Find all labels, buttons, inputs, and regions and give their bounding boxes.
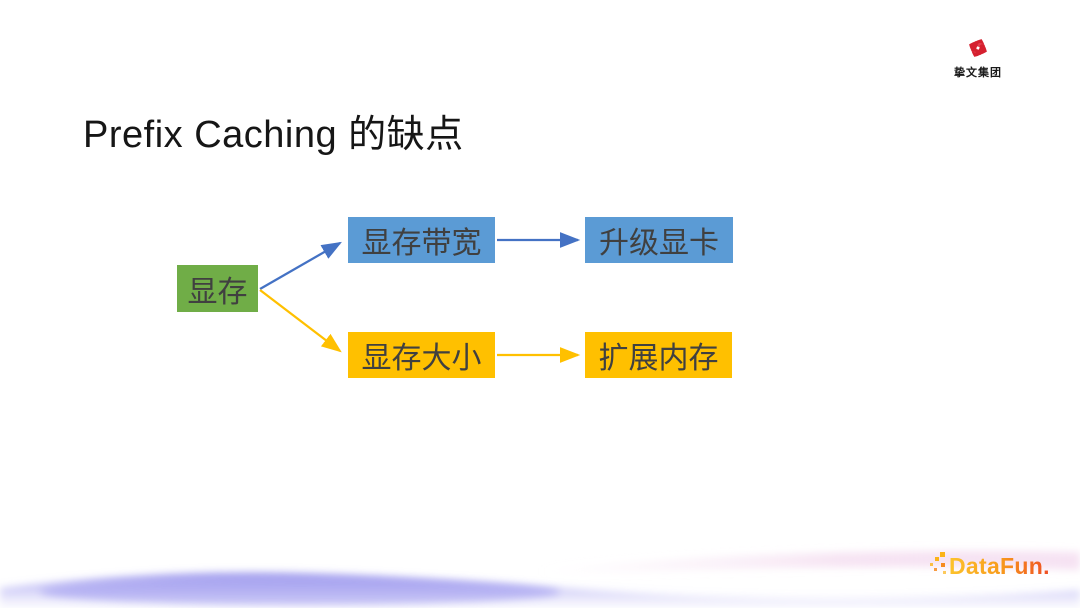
- diagram-node-label: 扩展内存: [598, 342, 719, 375]
- diagram-node-root: 显存: [177, 265, 258, 312]
- company-logo-label: 挚文集团: [954, 67, 1002, 79]
- hearts-pinwheel-icon: [969, 39, 987, 57]
- arrow-root-to-size: [259, 289, 342, 353]
- datafun-logo-text: DataFun.: [949, 553, 1050, 579]
- arrow-root-to-bandwidth: [259, 241, 342, 290]
- footer-wave-decoration: [0, 550, 1080, 608]
- datafun-pixels-icon: [930, 552, 946, 574]
- page-title: Prefix Caching 的缺点: [83, 114, 464, 157]
- diagram-node-label: 显存大小: [361, 342, 482, 375]
- company-logo: 挚文集团: [946, 34, 1010, 80]
- diagram-node-memory-size: 显存大小: [348, 332, 495, 378]
- diagram-node-label: 显存: [187, 275, 248, 309]
- diagram-node-bandwidth: 显存带宽: [348, 217, 495, 263]
- diagram-node-label: 升级显卡: [599, 227, 719, 260]
- diagram-node-label: 显存带宽: [361, 227, 482, 260]
- datafun-logo: DataFun.: [930, 552, 1050, 579]
- diagram-node-upgrade-gpu: 升级显卡: [585, 217, 733, 263]
- diagram-node-expand-memory: 扩展内存: [585, 332, 732, 378]
